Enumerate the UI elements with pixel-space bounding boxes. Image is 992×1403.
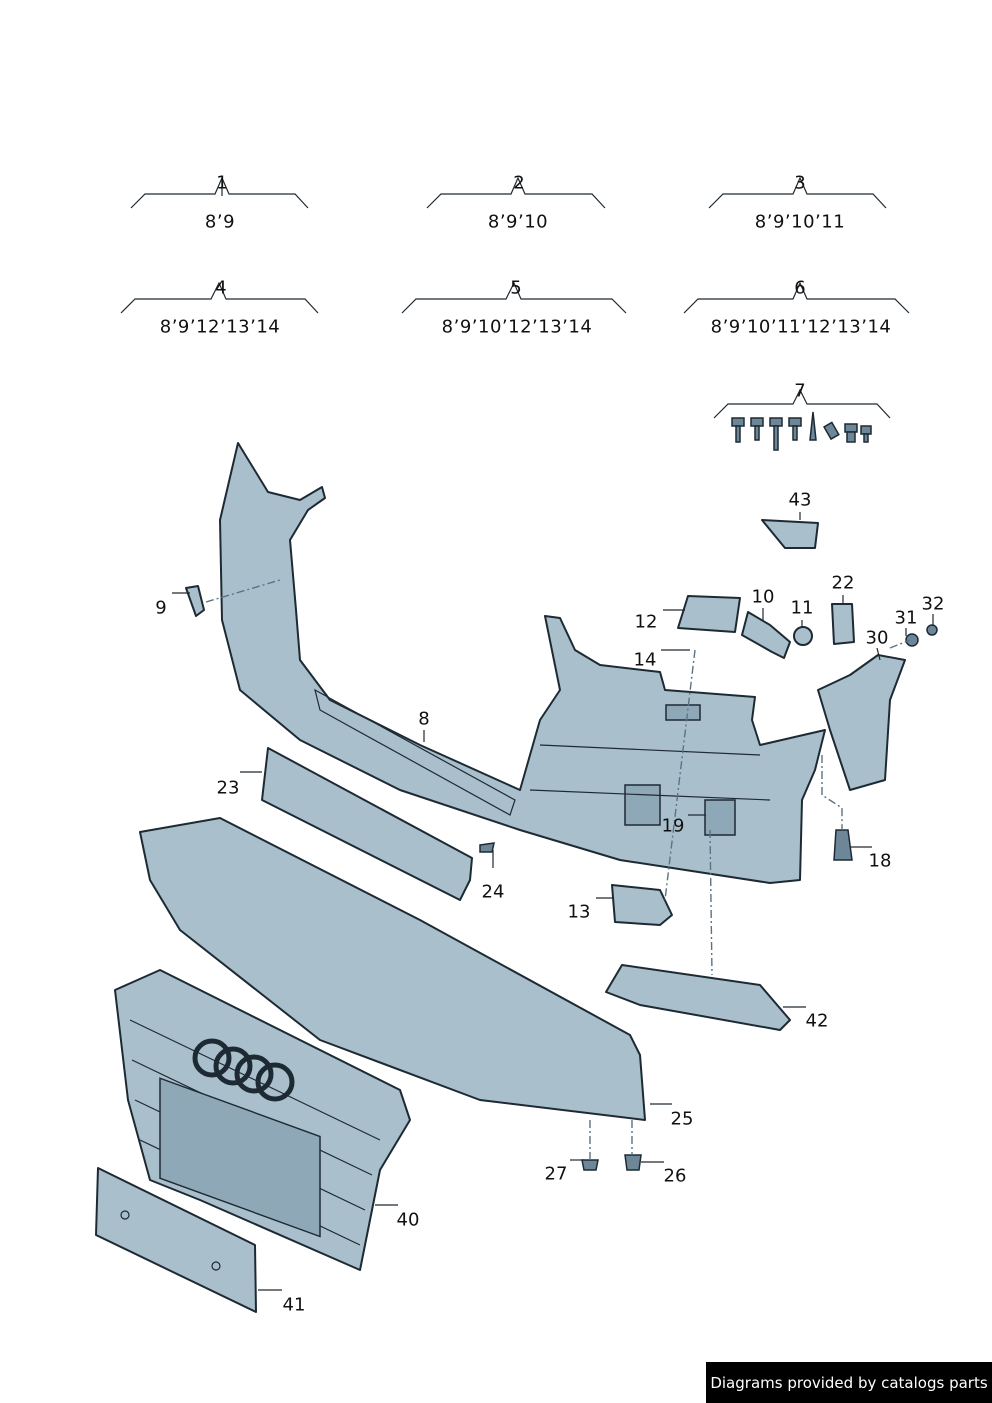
group-number-7[interactable]: 7: [794, 380, 806, 402]
group-contents-2: 8’9’10: [487, 211, 549, 233]
callout-32[interactable]: 32: [921, 593, 945, 615]
group-contents-3: 8’9’10’11: [754, 211, 846, 233]
callout-18[interactable]: 18: [868, 850, 892, 872]
callout-8[interactable]: 8: [418, 708, 430, 730]
callout-14[interactable]: 14: [633, 649, 657, 671]
callout-11[interactable]: 11: [790, 597, 814, 619]
callout-12[interactable]: 12: [634, 611, 658, 633]
license-plate-base: [95, 1167, 257, 1313]
callout-10[interactable]: 10: [751, 586, 775, 608]
callout-9[interactable]: 9: [155, 597, 167, 619]
callout-43[interactable]: 43: [788, 489, 812, 511]
group-contents-5: 8’9’10’12’13’14: [441, 316, 593, 338]
group-number-6[interactable]: 6: [794, 277, 806, 299]
callout-22[interactable]: 22: [831, 572, 855, 594]
footer-credit: Diagrams provided by catalogs parts: [706, 1362, 992, 1403]
group-number-3[interactable]: 3: [794, 172, 806, 194]
fastener-set: [731, 411, 872, 451]
callout-40[interactable]: 40: [396, 1209, 420, 1231]
callout-25[interactable]: 25: [670, 1108, 694, 1130]
group-number-5[interactable]: 5: [510, 277, 522, 299]
group-contents-4: 8’9’12’13’14: [159, 316, 281, 338]
callout-30[interactable]: 30: [865, 627, 889, 649]
callout-26[interactable]: 26: [663, 1165, 687, 1187]
callout-19[interactable]: 19: [661, 815, 685, 837]
group-contents-1: 8’9: [204, 211, 236, 233]
callout-42[interactable]: 42: [805, 1010, 829, 1032]
underbody-panel: [139, 817, 646, 1121]
group-number-4[interactable]: 4: [215, 277, 227, 299]
callout-23[interactable]: 23: [216, 777, 240, 799]
group-number-1[interactable]: 1: [216, 172, 228, 194]
callout-31[interactable]: 31: [894, 607, 918, 629]
bumper-cover: [219, 442, 826, 884]
callout-41[interactable]: 41: [282, 1294, 306, 1316]
group-brackets: [120, 176, 910, 419]
callout-27[interactable]: 27: [544, 1163, 568, 1185]
callout-13[interactable]: 13: [567, 901, 591, 923]
group-number-2[interactable]: 2: [513, 172, 525, 194]
callout-24[interactable]: 24: [481, 881, 505, 903]
group-contents-6: 8’9’10’11’12’13’14: [710, 316, 892, 338]
